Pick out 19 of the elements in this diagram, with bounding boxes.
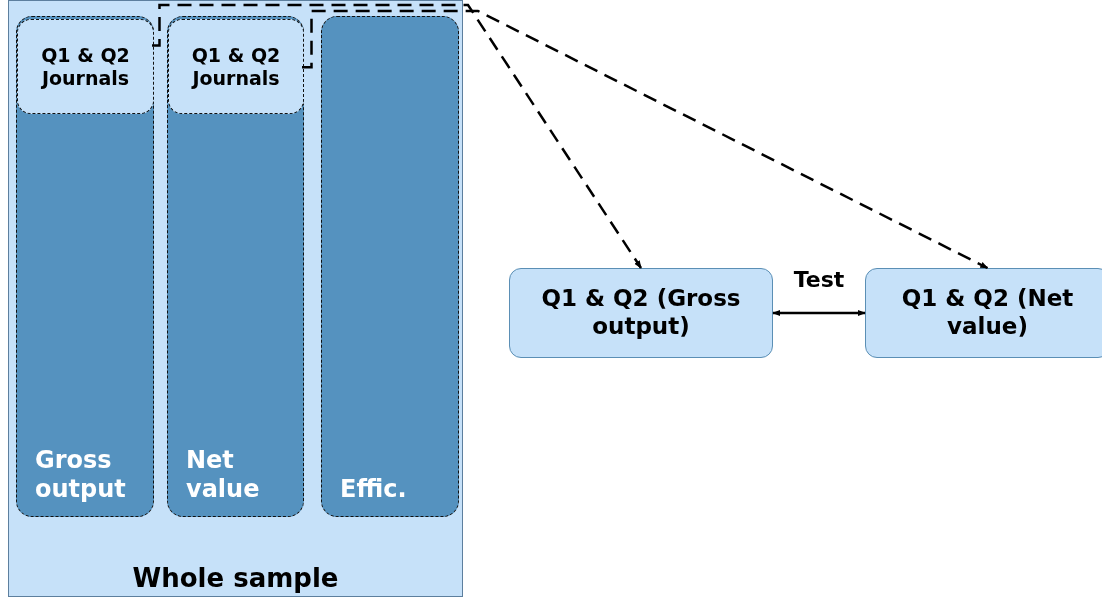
metric-column: [321, 16, 459, 517]
journal-box: [17, 19, 154, 114]
panel-title: Whole sample: [132, 562, 339, 594]
arrow: [302, 9, 989, 270]
box-label: Q1 & Q2 (Net value): [900, 285, 1075, 341]
result-box: [509, 268, 773, 358]
metric-column: [16, 16, 154, 517]
sample-panel: [8, 0, 463, 597]
column-label: Gross output: [35, 446, 127, 504]
journal-box: [168, 19, 304, 114]
arrow: [152, 3, 643, 269]
box-label: Q1 & Q2 (Gross output): [540, 285, 742, 341]
box-label: Q1 & Q2 Journals: [190, 43, 282, 90]
result-box: [865, 268, 1102, 358]
box-label: Q1 & Q2 Journals: [40, 43, 131, 90]
arrow: [772, 309, 866, 317]
column-label: Effic.: [340, 475, 408, 504]
column-label: Net value: [186, 446, 261, 504]
metric-column: [167, 16, 304, 517]
